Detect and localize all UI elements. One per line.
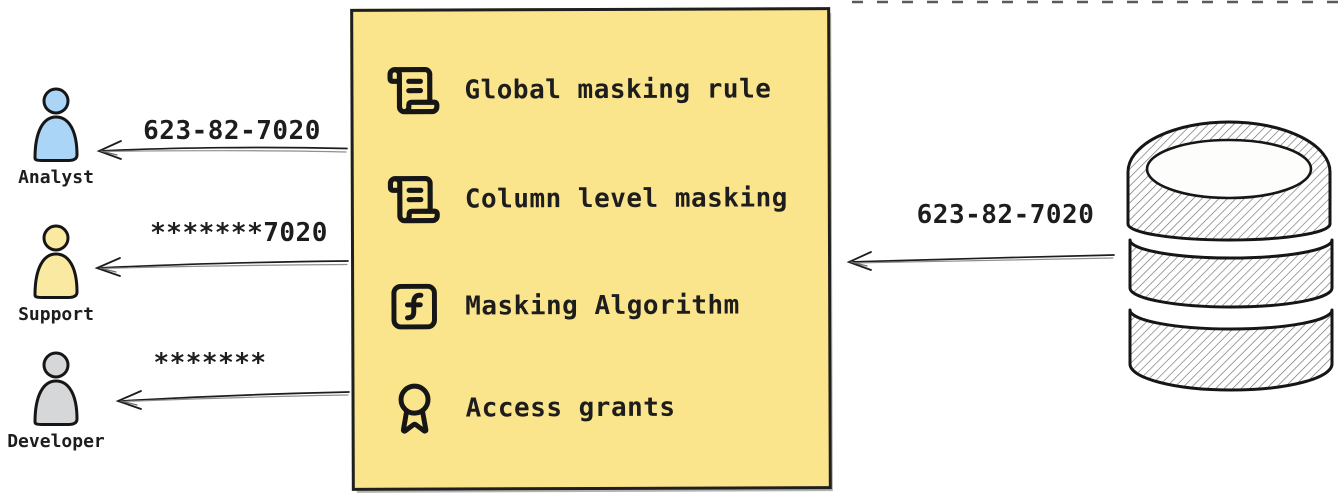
person-icon <box>33 351 79 426</box>
policy-label: Masking Algorithm <box>465 290 740 322</box>
masked-value-developer: ******* <box>153 348 267 378</box>
policy-label: Access grants <box>465 392 676 424</box>
masked-value-support: *******7020 <box>150 218 328 248</box>
arrow-box-to-support <box>94 257 349 277</box>
masked-value-analyst: 623-82-7020 <box>143 116 321 146</box>
award-icon <box>384 378 444 440</box>
policy-row-column-level-masking: Column level masking <box>384 167 814 231</box>
policy-row-access-grants: Access grants <box>384 376 814 440</box>
arrow-box-to-analyst <box>96 140 348 160</box>
source-value: 623-82-7020 <box>916 200 1095 230</box>
persona-support: Support <box>4 223 108 325</box>
function-square-icon <box>384 280 444 334</box>
policy-row-masking-algorithm: Masking Algorithm <box>384 274 814 338</box>
person-icon <box>33 224 79 299</box>
persona-analyst: Analyst <box>4 86 108 188</box>
persona-developer: Developer <box>4 350 108 452</box>
database-icon <box>1126 120 1334 392</box>
persona-analyst-label: Analyst <box>18 167 94 188</box>
persona-support-label: Support <box>18 304 94 325</box>
policy-label: Global masking rule <box>464 74 772 106</box>
arrow-box-to-developer <box>115 390 350 410</box>
policy-label: Column level masking <box>464 183 788 215</box>
scroll-text-icon <box>383 63 443 119</box>
scroll-text-icon <box>384 172 444 228</box>
persona-developer-label: Developer <box>7 431 105 452</box>
arrow-database-to-box <box>846 251 1115 271</box>
policy-row-global-masking-rule: Global masking rule <box>383 58 813 122</box>
masking-policy-box: Global masking rule Column level masking… <box>350 7 832 491</box>
person-icon <box>33 87 79 162</box>
